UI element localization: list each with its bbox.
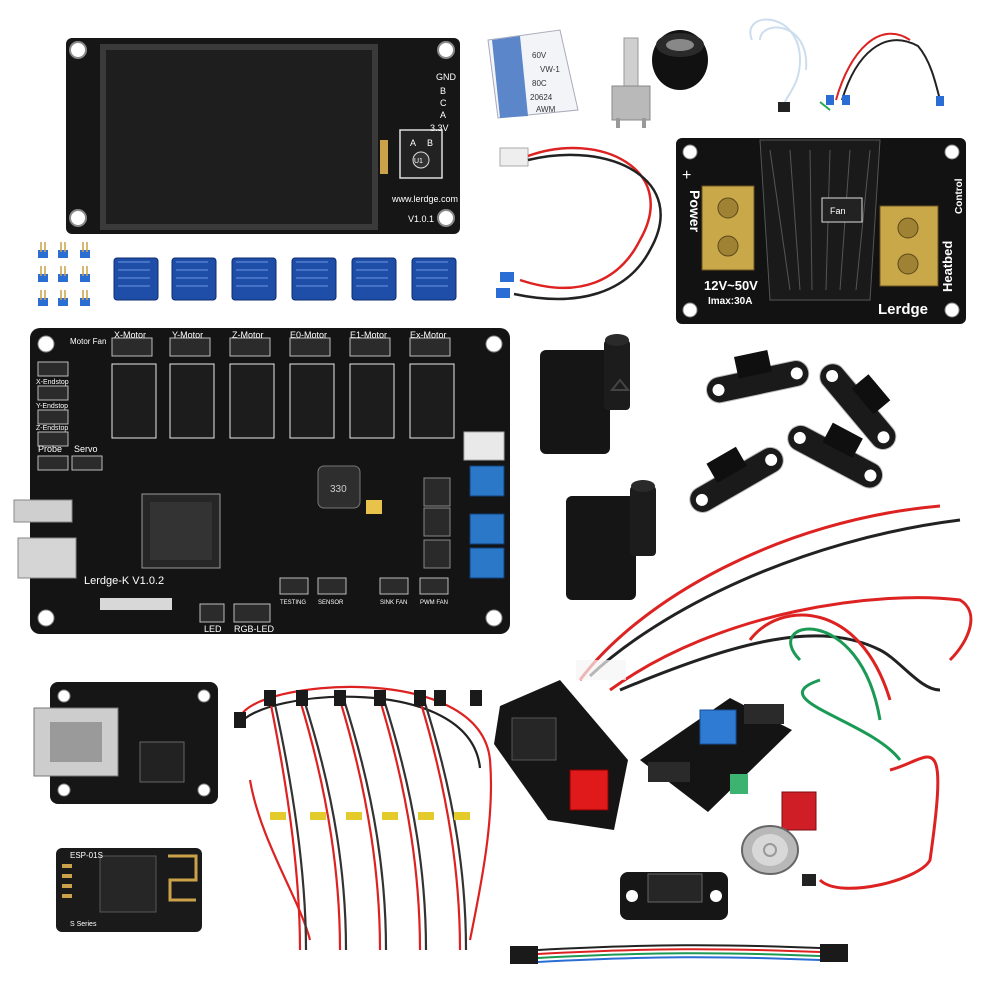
encoder-label-b: B xyxy=(427,138,433,148)
four-pin-rainbow-cable xyxy=(510,944,848,964)
optical-endstops xyxy=(689,349,897,513)
ribbon-marking: 60V xyxy=(532,51,547,60)
svg-text:+: + xyxy=(682,167,691,184)
motor-label-z: Z-Motor xyxy=(232,330,264,340)
mount-hole xyxy=(69,209,87,227)
wifi-series: S Series xyxy=(70,921,97,928)
connector-label-rgb-led: RGB-LED xyxy=(234,624,275,634)
brand-label: Lerdge xyxy=(878,301,928,318)
pin-label-gnd: GND xyxy=(436,72,457,82)
pin-label-3v3: 3.3V xyxy=(430,123,449,133)
terminal-block xyxy=(469,513,505,545)
connector-label-sink-fan: SINK FAN xyxy=(380,600,407,606)
heatsink-4 xyxy=(291,257,337,301)
motor-label-y: Y-Motor xyxy=(172,330,203,340)
inductor-label: 330 xyxy=(330,484,347,495)
terminal-block xyxy=(469,547,505,579)
heatsink-1 xyxy=(113,257,159,301)
encoder-label-a: A xyxy=(410,138,416,148)
encoder-label-u1: U1 xyxy=(414,158,423,165)
motor-label-e1: E1-Motor xyxy=(350,330,387,340)
control-title: Control xyxy=(954,178,965,214)
heatsink-5 xyxy=(351,257,397,301)
filament-runout-sensor xyxy=(540,334,631,454)
metal-push-switch xyxy=(741,791,817,886)
pin-label-b: B xyxy=(440,86,446,96)
ribbon-marking: AWM xyxy=(536,105,556,114)
motor-label-ex: Ex-Motor xyxy=(410,330,447,340)
filament-runout-sensor xyxy=(566,480,656,600)
lcd-touch-screen: A B U1 GND B C A 3.3V www.lerdge.com V1.… xyxy=(66,38,460,234)
ac-power-socket-switch xyxy=(494,660,628,830)
mount-hole xyxy=(69,41,87,59)
motor-label-x: X-Motor xyxy=(114,330,146,340)
connector-label-led: LED xyxy=(204,624,222,634)
endstop-adapter-board xyxy=(620,872,728,920)
inductor xyxy=(317,465,361,509)
heatsink-6 xyxy=(411,257,457,301)
power-connector-cable xyxy=(496,146,662,301)
ribbon-marking: VW-1 xyxy=(540,65,560,74)
ribbon-marking: 80C xyxy=(532,79,547,88)
heatbed-mosfet-module: Fan Power Heatbed Control 12V~50V Imax:3… xyxy=(676,138,966,324)
fan-label: Fan xyxy=(830,206,846,216)
power-cable-small xyxy=(819,32,944,111)
wifi-label: ESP-01S xyxy=(70,851,103,860)
connector-label-sensor: SENSOR xyxy=(318,600,344,606)
usb-adapter-board xyxy=(33,682,218,804)
lcd-website: www.lerdge.com xyxy=(391,194,458,204)
rocker-switch xyxy=(569,769,609,811)
sd-card-slot xyxy=(17,537,77,579)
dupont-cable-bundle xyxy=(234,685,493,951)
header-label-servo: Servo xyxy=(74,444,98,454)
heatsink-3 xyxy=(231,257,277,301)
stepper-heatsinks xyxy=(113,257,457,301)
lcd-version: V1.0.1 xyxy=(408,214,434,224)
wifi-module: ESP-01S S Series xyxy=(56,848,202,932)
power-wiring xyxy=(578,504,973,890)
control-knob xyxy=(652,30,708,90)
ribbon-marking: 20624 xyxy=(530,93,553,102)
heatsink-2 xyxy=(171,257,217,301)
mount-hole xyxy=(437,41,455,59)
jumper-pin-headers xyxy=(38,242,90,306)
header-label-motor-fan: Motor Fan xyxy=(70,337,106,346)
current-label: Imax:30A xyxy=(708,296,752,307)
power-label: Power xyxy=(687,190,703,233)
board-name: Lerdge-K V1.0.2 xyxy=(84,575,164,587)
ribbon-cable-roll: 60V VW-1 80C 20624 AWM xyxy=(487,29,579,119)
header-label-x-endstop: X-Endstop xyxy=(36,379,69,386)
motor-label-e0: E0-Motor xyxy=(290,330,327,340)
header-label-z-endstop: Z-Endstop xyxy=(36,425,68,432)
header-label-y-endstop: Y-Endstop xyxy=(36,403,68,410)
connector-label-pwm-fan: PWM FAN xyxy=(420,600,448,606)
usb-port xyxy=(13,499,73,523)
pin-label-c: C xyxy=(440,98,447,108)
mount-hole xyxy=(437,209,455,227)
relay-module xyxy=(640,698,792,812)
lerdge-k-mainboard: X-Motor Y-Motor Z-Motor E0-Motor E1-Moto… xyxy=(13,328,510,634)
rotary-encoder xyxy=(611,37,651,128)
terminal-block xyxy=(469,465,505,497)
header-label-probe: Probe xyxy=(38,444,62,454)
connector-label-testing: TESTING xyxy=(280,600,306,606)
voltage-label: 12V~50V xyxy=(704,278,758,293)
thermistor-cable xyxy=(749,18,808,112)
heatbed-title: Heatbed xyxy=(940,241,955,292)
pin-label-a: A xyxy=(440,110,446,120)
